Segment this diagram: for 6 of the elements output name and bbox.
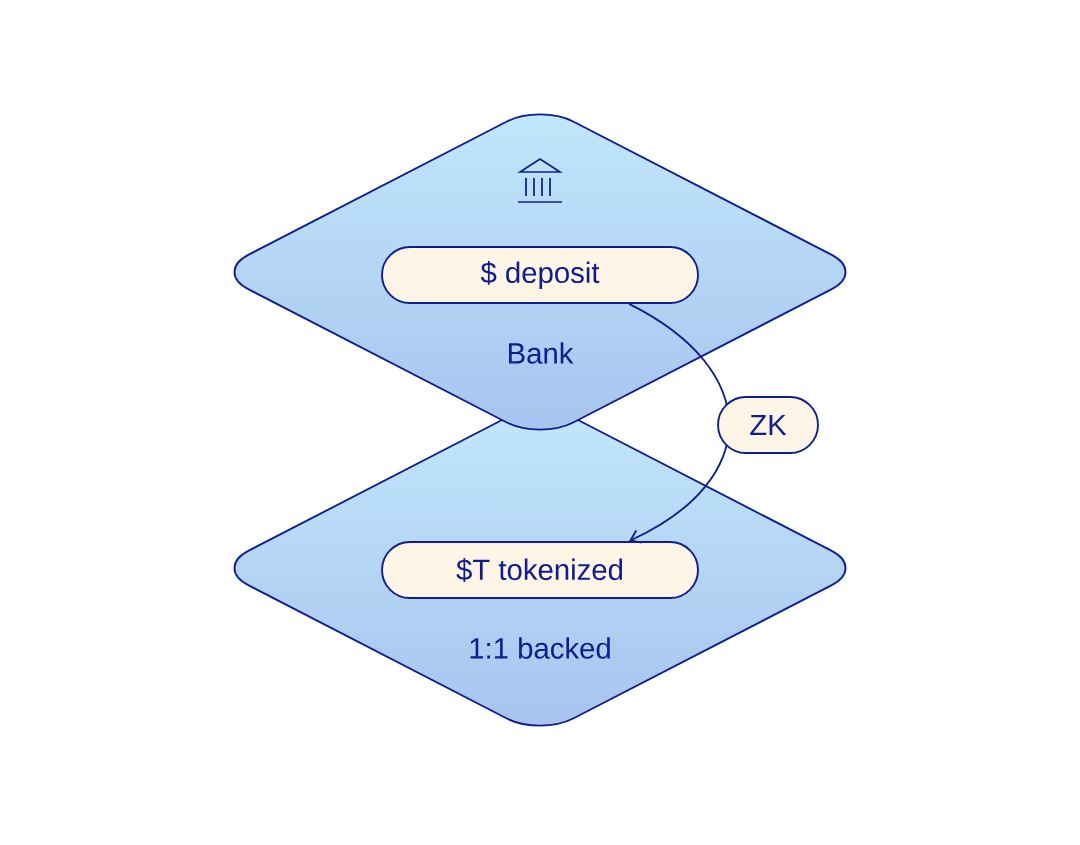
edge-label: ZK (717, 396, 819, 454)
layer-label: 1:1 backed (470, 637, 610, 659)
layer-label: Bank (509, 342, 574, 364)
arrow (628, 303, 730, 544)
pill-box: $T tokenized (381, 541, 699, 599)
pill-box: $ deposit (381, 246, 699, 304)
